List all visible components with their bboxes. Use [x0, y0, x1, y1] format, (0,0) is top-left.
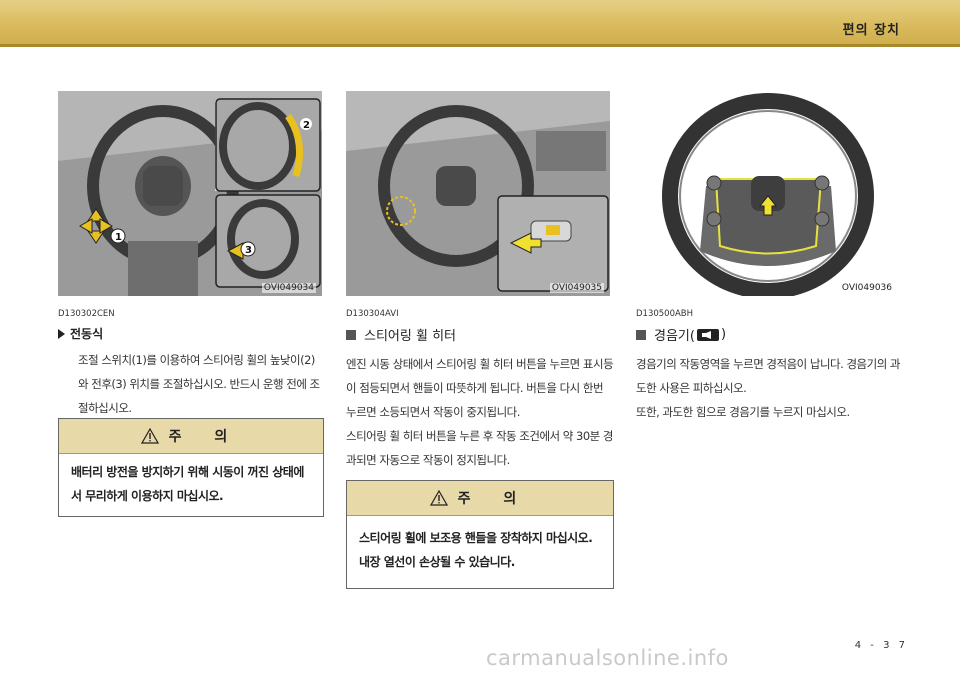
photo-steering-adjust: 1 2 3 OVI049034 — [58, 91, 322, 296]
caution-text: 스티어링 휠에 보조용 핸들을 장착하지 마십시오. 내장 열선이 손상될 수 … — [359, 531, 593, 569]
section-heading: 스티어링 휠 히터 — [346, 325, 614, 344]
heading-suffix: ) — [720, 327, 727, 342]
warning-icon — [140, 428, 159, 444]
header-band — [0, 0, 960, 44]
section-code: D130500ABH — [636, 309, 694, 319]
paragraph: 경음기의 작동영역을 누르면 경적음이 납니다. 경음기의 과도한 사용은 피하… — [636, 357, 901, 395]
photo-id: OVI049035 — [549, 283, 604, 293]
wheel-heater-illustration — [346, 91, 610, 296]
section-heading: 전동식 — [58, 325, 324, 342]
section-code: D130302CEN — [58, 309, 115, 319]
caution-text: 배터리 방전을 방지하기 위해 시동이 꺼진 상태에서 무리하게 이용하지 마십… — [71, 465, 304, 503]
horn-icon — [696, 328, 719, 341]
callout-2: 2 — [303, 120, 310, 131]
square-bullet-icon — [636, 329, 646, 340]
column-power-tilt: 1 2 3 OVI049034 D130302CEN 전동식 조절 스위치(1)… — [58, 91, 324, 420]
section-title: 편의 장치 — [842, 23, 900, 38]
paragraph: 엔진 시동 상태에서 스티어링 휠 히터 버튼을 누르면 표시등이 점등되면서 … — [346, 357, 614, 419]
callout-1: 1 — [115, 232, 122, 243]
section-heading: 경음기( ) — [636, 325, 902, 344]
caution-box: 주 의 스티어링 휠에 보조용 핸들을 장착하지 마십시오. 내장 열선이 손상… — [346, 480, 614, 589]
paragraph: 또한, 과도한 힘으로 경음기를 누르지 마십시오. — [636, 405, 850, 419]
photo-id: OVI049034 — [261, 283, 316, 293]
paragraph: 조절 스위치(1)를 이용하여 스티어링 휠의 높낮이(2)와 전후(3) 위치… — [78, 353, 320, 415]
square-bullet-icon — [346, 329, 356, 340]
caution-title: 주 의 — [457, 491, 531, 507]
section-code: D130304AVI — [346, 309, 399, 319]
triangle-bullet-icon — [58, 328, 65, 339]
photo-id: OVI049036 — [839, 283, 894, 293]
callout-3: 3 — [245, 245, 252, 256]
heading-text: 스티어링 휠 히터 — [364, 329, 456, 344]
warning-icon — [429, 490, 448, 506]
photo-horn: OVI049036 — [636, 91, 900, 296]
caution-title: 주 의 — [168, 429, 242, 445]
caution-box: 주 의 배터리 방전을 방지하기 위해 시동이 꺼진 상태에서 무리하게 이용하… — [58, 418, 324, 517]
horn-wheel-illustration — [636, 91, 900, 296]
column-wheel-heater: OVI049035 D130304AVI 스티어링 휠 히터 엔진 시동 상태에… — [346, 91, 614, 472]
caution-bar: 주 의 — [59, 419, 323, 454]
watermark: carmanualsonline.info — [486, 646, 729, 670]
steering-adjust-illustration: 1 2 3 — [58, 91, 322, 296]
heading-prefix: 경음기( — [654, 329, 695, 344]
caution-bar: 주 의 — [347, 481, 613, 516]
header-rule — [0, 44, 960, 47]
photo-wheel-heater: OVI049035 — [346, 91, 610, 296]
paragraph: 스티어링 휠 히터 버튼을 누른 후 작동 조건에서 약 30분 경과되면 자동… — [346, 429, 613, 467]
page-number: 4 - 3 7 — [854, 640, 908, 651]
column-horn: OVI049036 D130500ABH 경음기( ) 경음기의 작동영역을 누… — [636, 91, 902, 424]
heading-text: 전동식 — [70, 327, 104, 341]
